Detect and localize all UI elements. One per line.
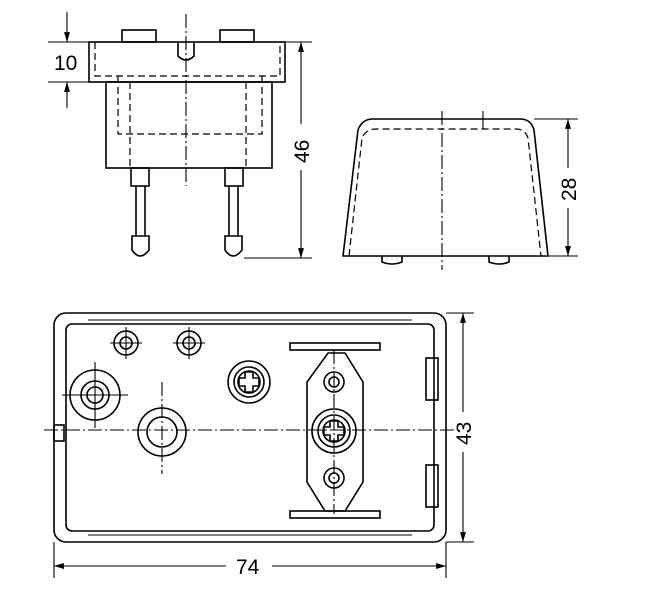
side-view: 28 <box>342 111 581 270</box>
dim-label-43: 43 <box>453 422 476 445</box>
dim-flange-height: 10 <box>48 12 89 108</box>
tab-left <box>121 29 157 43</box>
dim-label-46: 46 <box>291 140 314 163</box>
dim-depth: 43 <box>446 312 476 543</box>
socket-middle <box>137 382 187 474</box>
outer-body <box>53 312 447 543</box>
terminal-plate <box>306 352 364 512</box>
plug-body <box>105 81 273 169</box>
bar-top <box>289 342 381 351</box>
right-slot-lower <box>425 464 439 508</box>
tab-right <box>219 29 255 43</box>
dim-side-height: 28 <box>534 118 581 257</box>
side-outline <box>342 118 549 257</box>
pin-right <box>224 167 244 257</box>
inner-body <box>65 323 435 532</box>
bar-bottom <box>289 510 381 519</box>
foot-left <box>381 256 403 265</box>
small-screw-left <box>110 327 142 359</box>
foot-right <box>488 256 510 265</box>
top-view: 74 43 <box>44 312 476 579</box>
dim-label-28: 28 <box>558 178 581 201</box>
right-slot-upper <box>425 357 439 401</box>
cross-screw-center <box>311 350 357 514</box>
socket-left <box>62 362 128 428</box>
dim-label-10: 10 <box>54 52 77 75</box>
dim-width: 74 <box>53 542 447 579</box>
dim-overall-height: 46 <box>244 41 314 259</box>
dim-label-74: 74 <box>236 556 260 579</box>
small-screw-right <box>173 327 205 359</box>
pin-left <box>130 167 150 257</box>
front-view: 10 46 <box>48 12 314 259</box>
cross-screw-left <box>227 360 271 404</box>
